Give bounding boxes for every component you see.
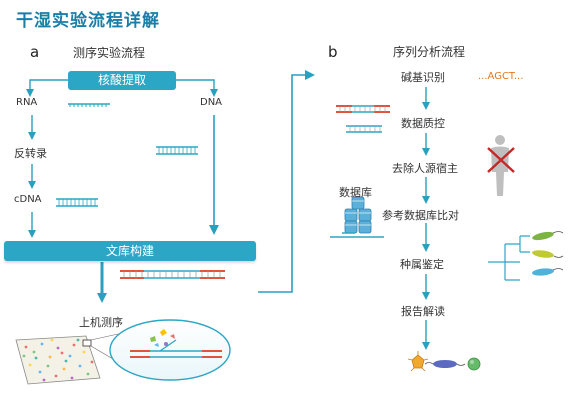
arrow-panel-connector [258,70,315,293]
step-quality-control: 数据质控 [401,117,445,130]
flow-cell-icon [15,333,119,385]
panel-a-letter: a [30,43,40,61]
panel-b-title: 序列分析流程 [393,45,466,59]
panel-a-title: 测序实验流程 [73,46,146,60]
species-tree-icon [488,231,564,281]
bacteria-1-icon [532,231,564,241]
step-species-identification: 种属鉴定 [400,258,444,271]
dna-strand-icon [156,146,198,155]
step-report-interpretation: 报告解读 [401,305,445,318]
database-icon [330,196,384,238]
cdna-label: cDNA [14,194,42,205]
library-bar: 文库构建 [4,241,256,261]
sequence-text: ...AGCT... [478,71,524,82]
sequencing-zoom-icon [109,319,231,381]
human-host-icon [487,135,515,196]
step-base-calling: 碱基识别 [401,71,445,84]
arrow-to-dna [176,79,218,97]
qc-fragment-icon [336,105,390,133]
extract-bar: 核酸提取 [68,71,176,90]
rna-label: RNA [16,97,38,108]
dna-label: DNA [200,97,223,108]
database-label: 数据库 [339,186,372,199]
cdna-strand-icon [56,198,98,207]
arrow-to-rna [26,79,68,97]
library-fragment-icon [120,270,225,279]
reverse-transcription-label: 反转录 [14,147,47,160]
fungus-icon [467,357,481,371]
panel-b-letter: b [328,43,338,61]
virus-icon [407,351,429,372]
rna-strand-icon [68,103,110,107]
sequencing-label: 上机测序 [79,316,123,329]
step-reference-alignment: 参考数据库比对 [382,209,459,222]
bacteria-2-icon [532,250,564,258]
bacteria-3-icon [532,268,564,276]
step-host-removal: 去除人源宿主 [392,162,458,175]
bacterium-report-icon [424,360,466,368]
page-title: 干湿实验流程详解 [16,11,160,31]
